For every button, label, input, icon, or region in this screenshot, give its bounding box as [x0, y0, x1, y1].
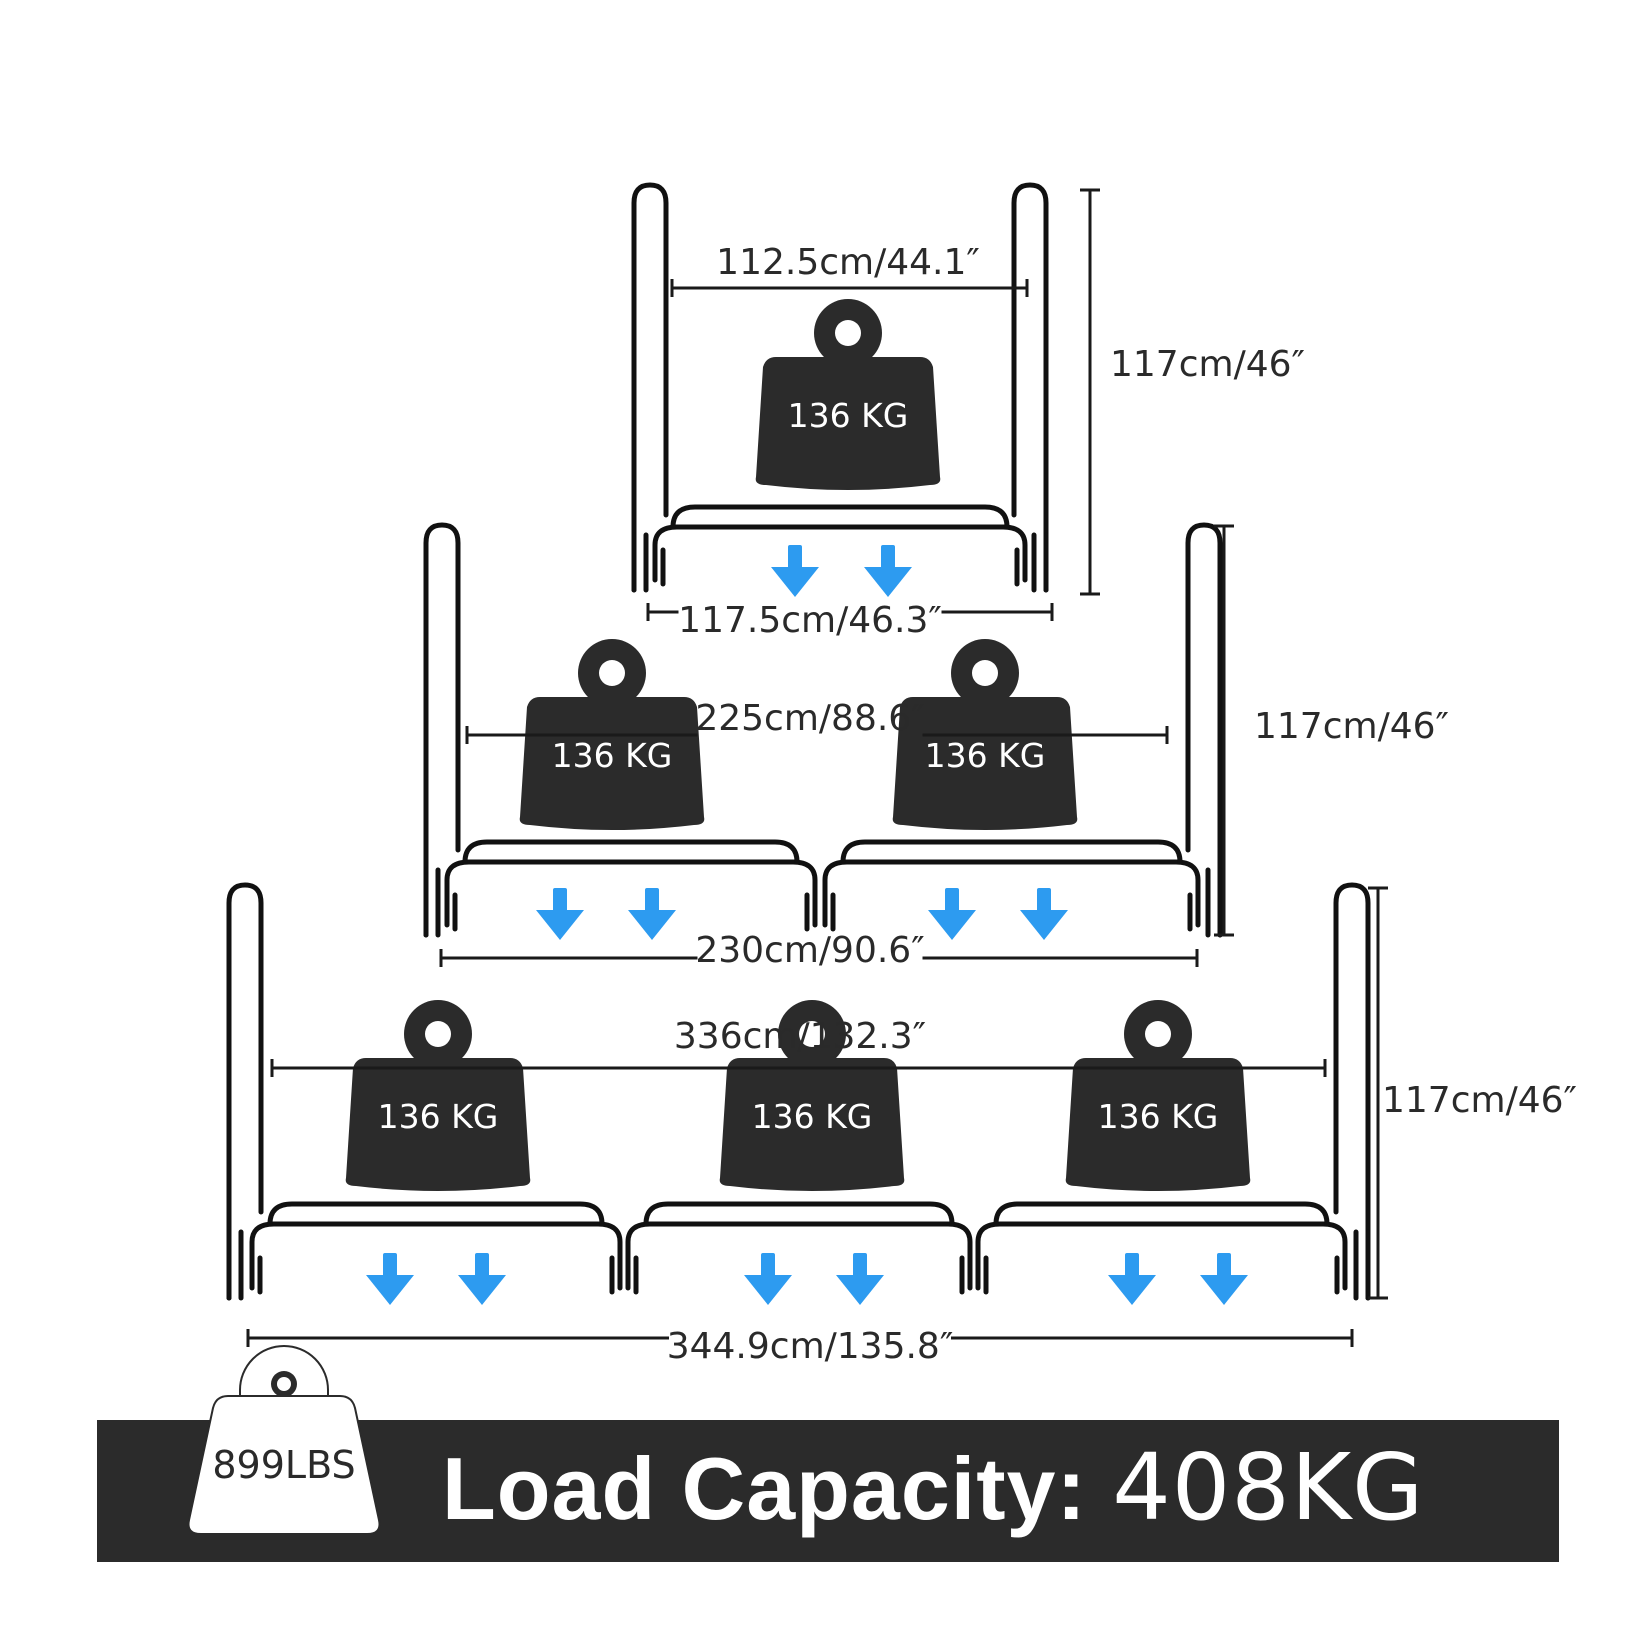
weights: 136 KG 136 KG 136 KG 136 KG 136 KG 136 KG	[345, 299, 1251, 1191]
height-dimension-label: 117cm/46″	[1254, 706, 1449, 747]
outer-width-dimension: 344.9cm/135.8″	[246, 1326, 1354, 1367]
base-rail-back	[993, 1201, 1330, 1227]
down-arrow-icon	[1020, 888, 1068, 940]
left-upright	[631, 182, 669, 593]
base-rail-front	[249, 1221, 623, 1291]
weight-handle-hole	[599, 660, 625, 686]
left-upright	[226, 882, 264, 1301]
left-upright	[423, 522, 461, 938]
inner-width-dimension: 336cm/132.3″	[270, 1016, 1327, 1077]
weight-body	[519, 697, 705, 830]
inner-width-dimension-label: 336cm/132.3″	[674, 1016, 926, 1057]
load-arrows	[366, 545, 1248, 1305]
base-rail-front	[444, 859, 818, 928]
height-dimension: 117cm/46″	[1368, 886, 1577, 1300]
rack-frames	[226, 182, 1371, 1301]
weight-body	[1065, 1058, 1251, 1191]
down-arrow-icon	[771, 545, 819, 597]
right-upright	[1011, 182, 1049, 593]
down-arrow-icon	[928, 888, 976, 940]
base-rail-front	[625, 1221, 973, 1291]
weight-badge: 899LBS	[184, 1340, 384, 1540]
height-dimension: 117cm/46″	[1080, 188, 1305, 596]
weight-label: 136 KG	[1098, 1097, 1219, 1136]
down-arrow-icon	[1108, 1253, 1156, 1305]
down-arrow-icon	[1200, 1253, 1248, 1305]
down-arrow-icon	[536, 888, 584, 940]
inner-width-dimension-label: 225cm/88.6″	[695, 698, 924, 739]
down-arrow-icon	[458, 1253, 506, 1305]
inner-width-dimension: 225cm/88.6″	[465, 698, 1169, 744]
weight-label: 136 KG	[378, 1097, 499, 1136]
inner-width-dimension-label: 112.5cm/44.1″	[716, 242, 980, 283]
weight-handle-hole	[835, 320, 861, 346]
base-rail-back	[267, 1201, 605, 1227]
right-upright	[1333, 882, 1371, 1301]
weight-136kg: 136 KG	[345, 1000, 531, 1191]
weight-136kg: 136 KG	[892, 639, 1078, 830]
weight-body	[345, 1058, 531, 1191]
right-upright	[1185, 522, 1223, 938]
base-rail-back	[462, 839, 800, 865]
weight-label: 136 KG	[752, 1097, 873, 1136]
down-arrow-icon	[628, 888, 676, 940]
outer-width-dimension: 117.5cm/46.3″	[646, 600, 1054, 641]
base-rail-back	[670, 504, 1010, 530]
outer-width-dimension-label: 230cm/90.6″	[695, 930, 924, 971]
weight-136kg: 136 KG	[1065, 1000, 1251, 1191]
down-arrow-icon	[744, 1253, 792, 1305]
weight-label: 136 KG	[788, 396, 909, 435]
weight-136kg: 136 KG	[519, 639, 705, 830]
outer-width-dimension-label: 117.5cm/46.3″	[678, 600, 942, 641]
outer-width-dimension: 230cm/90.6″	[439, 930, 1199, 971]
dimension-lines: 112.5cm/44.1″ 117.5cm/46.3″ 117cm/46″ 225cm…	[246, 188, 1577, 1367]
weight-label: 136 KG	[552, 736, 673, 775]
weight-handle-hole	[1145, 1021, 1171, 1047]
weight-label: 136 KG	[925, 736, 1046, 775]
load-capacity-value: 408KG	[1112, 1434, 1425, 1541]
weight-badge-icon	[187, 1344, 381, 1535]
weight-136kg: 136 KG	[755, 299, 941, 490]
weight-body	[892, 697, 1078, 830]
weight-body	[755, 357, 941, 490]
weight-136kg: 136 KG	[719, 1000, 905, 1191]
height-dimension-label: 117cm/46″	[1382, 1080, 1577, 1121]
down-arrow-icon	[836, 1253, 884, 1305]
base-rail-front	[822, 859, 1201, 928]
weight-handle-hole	[799, 1021, 825, 1047]
weight-handle-hole	[972, 660, 998, 686]
inner-width-dimension: 112.5cm/44.1″	[670, 242, 1029, 297]
base-rail-back	[643, 1201, 955, 1227]
height-dimension: 117cm/46″	[1214, 524, 1449, 937]
weight-body	[719, 1058, 905, 1191]
base-rail-front	[652, 524, 1028, 583]
weight-badge-label: 899LBS	[212, 1443, 356, 1487]
down-arrow-icon	[864, 545, 912, 597]
height-dimension-label: 117cm/46″	[1110, 344, 1305, 385]
outer-width-dimension-label: 344.9cm/135.8″	[667, 1326, 954, 1367]
base-rail-front	[975, 1221, 1348, 1291]
down-arrow-icon	[366, 1253, 414, 1305]
load-capacity-title: Load Capacity:	[442, 1439, 1087, 1538]
base-rail-back	[840, 839, 1183, 865]
weight-handle-hole	[425, 1021, 451, 1047]
